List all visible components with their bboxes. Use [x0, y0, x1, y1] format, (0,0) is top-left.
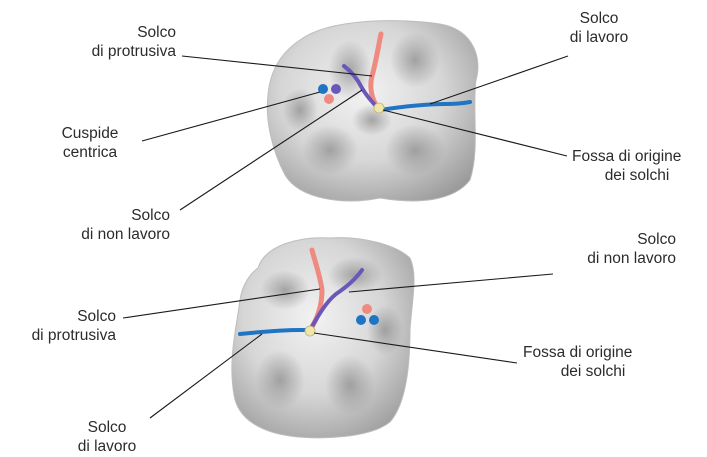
label-bottom-origin-fossa: Fossa di origine dei solchi: [523, 343, 663, 381]
top-origin-fossa-dot: [374, 103, 384, 113]
bottom-origin-fossa-dot: [305, 326, 315, 336]
label-bottom-protrusive-groove: Solco di protrusiva: [0, 307, 116, 345]
top-centric-cusp-dot-purple: [331, 84, 341, 94]
bottom-centric-cusp-dot-blue: [356, 315, 366, 325]
bottom-centric-cusp-dot-blue2: [369, 315, 379, 325]
bottom-centric-cusp-dot-red: [362, 304, 372, 314]
top-tooth: [267, 21, 478, 201]
label-bottom-working-groove: Solco di lavoro: [57, 418, 157, 456]
label-top-origin-fossa: Fossa di origine dei solchi: [572, 147, 702, 185]
top-centric-cusp-dot-red: [324, 94, 334, 104]
label-top-working-groove: Solco di lavoro: [544, 9, 654, 47]
label-top-protrusive-groove: Solco di protrusiva: [40, 23, 176, 61]
label-top-centric-cusp: Cuspide centrica: [35, 124, 145, 162]
bottom-tooth: [232, 238, 414, 438]
label-top-nonworking-groove: Solco di non lavoro: [60, 206, 170, 244]
label-bottom-nonworking-groove: Solco di non lavoro: [556, 230, 676, 268]
